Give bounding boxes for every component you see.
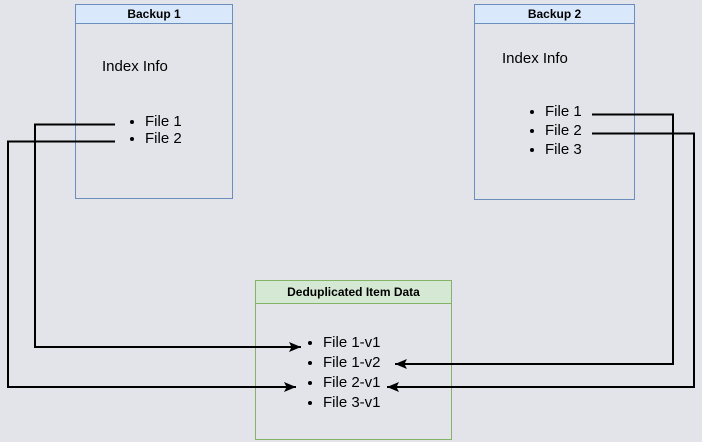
backup2-file-list: File 1 File 2 File 3 <box>529 102 582 159</box>
backup2-file-2: File 2 <box>545 121 582 140</box>
dedup-item-file1-v1: File 1-v1 <box>323 333 381 353</box>
backup2-title: Backup 2 <box>475 5 634 24</box>
dedup-item-list: File 1-v1 File 1-v2 File 2-v1 File 3-v1 <box>307 333 381 413</box>
backup1-file-2: File 2 <box>145 130 182 147</box>
dedup-title: Deduplicated Item Data <box>256 281 451 304</box>
backup1-title: Backup 1 <box>76 5 232 24</box>
backup1-file-1: File 1 <box>145 113 182 130</box>
dedup-box: Deduplicated Item Data File 1-v1 File 1-… <box>255 280 452 440</box>
backup1-index-info-label: Index Info <box>102 58 168 75</box>
backup2-file-3: File 3 <box>545 140 582 159</box>
backup1-file-list: File 1 File 2 <box>129 113 182 147</box>
dedup-item-file2-v1: File 2-v1 <box>323 373 381 393</box>
backup2-box: Backup 2 Index Info File 1 File 2 File 3 <box>474 4 635 200</box>
backup2-file-1: File 1 <box>545 102 582 121</box>
backup1-box: Backup 1 Index Info File 1 File 2 <box>75 4 233 199</box>
dedup-item-file1-v2: File 1-v2 <box>323 353 381 373</box>
backup2-index-info-label: Index Info <box>502 50 568 67</box>
dedup-item-file3-v1: File 3-v1 <box>323 393 381 413</box>
